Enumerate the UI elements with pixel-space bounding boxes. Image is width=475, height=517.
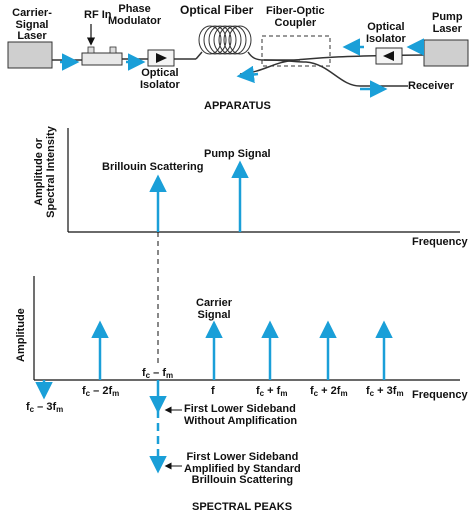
coupler-label: Fiber-Optic Coupler xyxy=(266,5,325,29)
phase-modulator-box xyxy=(81,52,123,66)
brillouin-label: Brillouin Scattering xyxy=(102,161,204,173)
pump-laser-box xyxy=(423,39,469,67)
spectral-peaks-caption: SPECTRAL PEAKS xyxy=(192,501,293,513)
label-fc-minus-3fm: fc – 3fm xyxy=(26,401,64,414)
optical-fiber-coil xyxy=(198,25,252,55)
pump-label: Pump Signal xyxy=(204,148,271,160)
bottom-ylabel: Amplitude xyxy=(15,308,27,362)
label-fc-plus-fm: fc + fm xyxy=(256,385,288,398)
apparatus-diagram xyxy=(7,24,469,98)
top-plot xyxy=(67,128,460,364)
bottom-plot xyxy=(33,276,460,474)
phase-modulator-label: Phase Modulator xyxy=(108,3,162,27)
carrier-laser-box xyxy=(7,41,53,69)
label-f: f xyxy=(211,385,215,397)
apparatus-caption: APPARATUS xyxy=(204,100,271,112)
label-fc-plus-3fm: fc + 3fm xyxy=(366,385,404,398)
isolator-right-label: Optical Isolator xyxy=(140,67,180,91)
pump-laser-label: Pump Laser xyxy=(432,11,463,35)
top-xlabel: Frequency xyxy=(412,236,468,248)
first-lower-amp-label: First Lower Sideband Amplified by Standa… xyxy=(184,451,301,487)
beam-arrow-left xyxy=(236,65,259,84)
label-fc-minus-2fm: fc – 2fm xyxy=(82,385,120,398)
carrier-label: Carrier Signal xyxy=(196,297,233,321)
optical-fiber-label: Optical Fiber xyxy=(180,3,254,17)
label-fc-minus-fm: fc – fm xyxy=(142,367,174,380)
receiver-label: Receiver xyxy=(408,80,454,92)
label-fc-plus-2fm: fc + 2fm xyxy=(310,385,348,398)
bottom-xlabel: Frequency xyxy=(412,389,468,401)
rf-in-label: RF In xyxy=(84,9,112,21)
isolator-left-label: Optical Isolator xyxy=(366,21,406,45)
first-lower-label: First Lower Sideband Without Amplificati… xyxy=(184,403,298,427)
carrier-laser-label: Carrier- Signal Laser xyxy=(12,7,52,43)
top-ylabel: Amplitude or Spectral Intensity xyxy=(33,126,57,218)
